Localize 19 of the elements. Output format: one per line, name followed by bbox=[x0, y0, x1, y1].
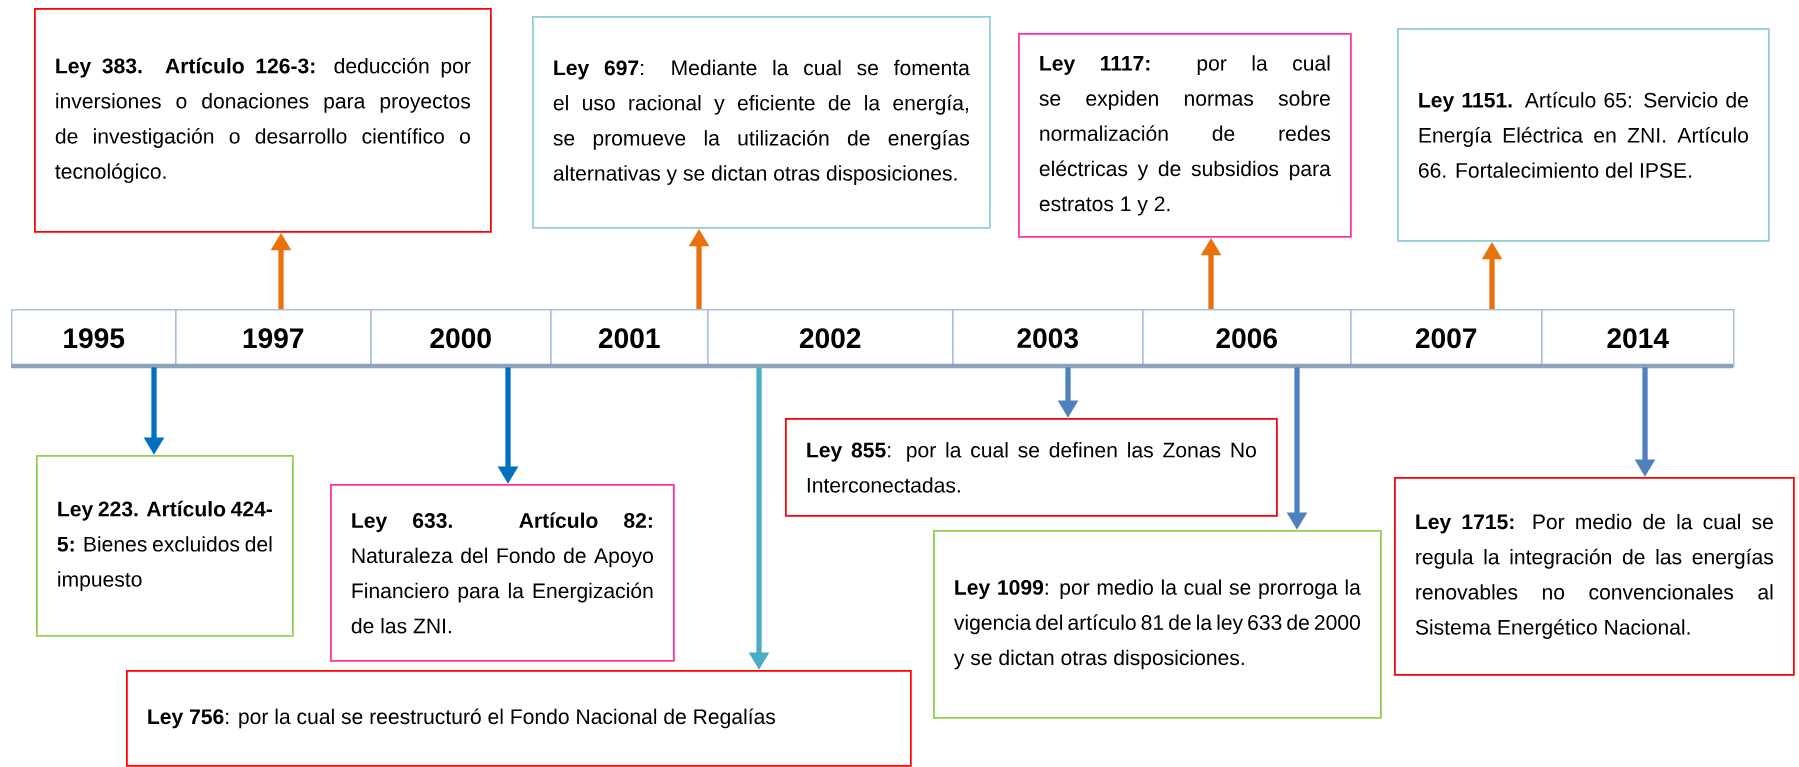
law-box: Ley 697: Mediante la cual se fomenta el uso racional y eficiente de la energía, se promueve la utilización de energías alternativas y se dictan otras disposiciones. bbox=[532, 16, 991, 229]
law-box: Ley 223. Artículo 424-5: Bienes excluidos del impuesto bbox=[36, 455, 294, 637]
law-box: Ley 633. Artículo 82: Naturaleza del Fondo de Apoyo Financiero para la Energización de las ZNI. bbox=[330, 484, 675, 662]
year-cell: 2007 bbox=[1350, 309, 1543, 368]
law-box: Ley 1117: por la cual se expiden normas sobre normalización de redes eléctricas y de subsidios para estratos 1 y 2. bbox=[1018, 33, 1352, 238]
law-box: Ley 855: por la cual se definen las Zonas No Interconectadas. bbox=[785, 418, 1278, 517]
law-box: Ley 383. Artículo 126-3: deducción por inversiones o donaciones para proyectos de investigación o desarrollo científico o tecnológico. bbox=[34, 8, 492, 233]
year-cell: 2001 bbox=[550, 309, 709, 368]
year-cell: 2014 bbox=[1541, 309, 1735, 368]
year-cell: 1997 bbox=[175, 309, 372, 368]
year-cell: 2003 bbox=[952, 309, 1144, 368]
year-cell: 2000 bbox=[370, 309, 552, 368]
law-box: Ley 1151. Artículo 65: Servicio de Energía Eléctrica en ZNI. Artículo 66. Fortalecimiento del IPSE. bbox=[1397, 28, 1770, 242]
law-box: Ley 1099: por medio la cual se prorroga la vigencia del artículo 81 de la ley 633 de 2000 y se dictan otras disposiciones. bbox=[933, 530, 1382, 719]
year-cell: 2002 bbox=[707, 309, 954, 368]
law-box: Ley 1715: Por medio de la cual se regula la integración de las energías renovables no convencionales al Sistema Energético Nacional. bbox=[1394, 477, 1795, 676]
law-box: Ley 756: por la cual se reestructuró el Fondo Nacional de Regalías bbox=[126, 670, 912, 767]
year-cell: 1995 bbox=[11, 309, 177, 368]
year-cell: 2006 bbox=[1142, 309, 1352, 368]
